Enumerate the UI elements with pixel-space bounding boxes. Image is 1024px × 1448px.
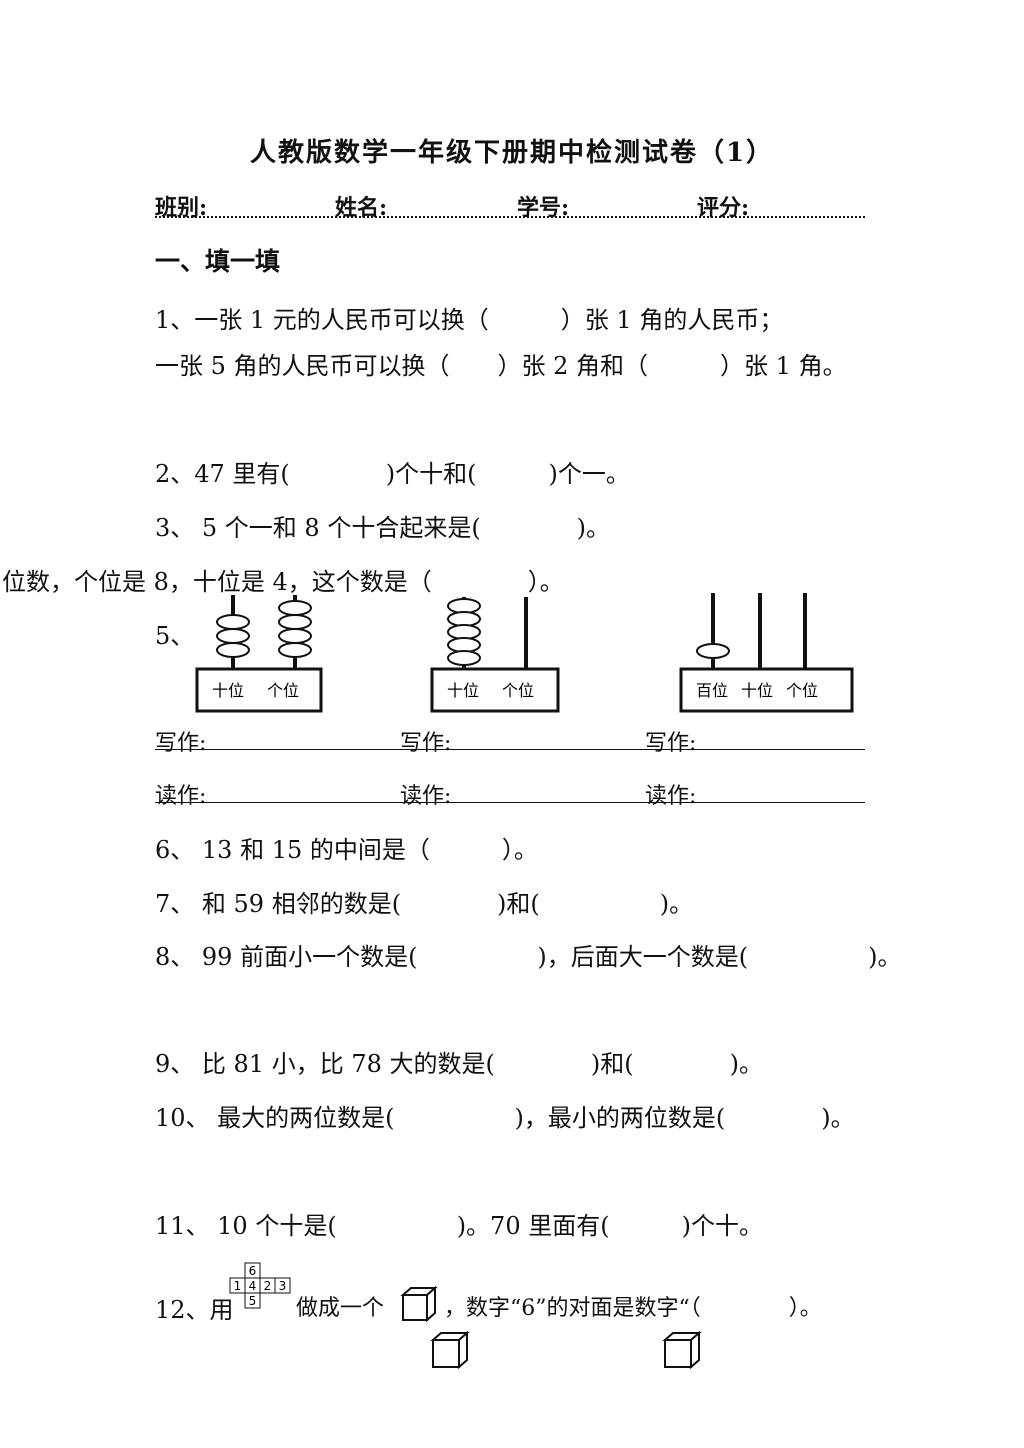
write-answer-line[interactable] [155,749,865,750]
read-label-2: 读作: [400,784,452,809]
question-6: 6、 13 和 15 的中间是（ ）。 [155,836,538,864]
net-face-5: 5 [249,1294,257,1308]
read-label-1: 读作: [155,784,207,809]
cube-icon [662,1330,702,1370]
question-9: 9、 比 81 小，比 78 大的数是( )和( )。 [155,1050,763,1078]
write-label-2: 写作: [400,731,452,756]
abacus-3-tens-label: 十位 [741,681,773,700]
section-heading: 一、填一填 [155,247,281,276]
page-title: 人教版数学一年级下册期中检测试卷（1） [249,138,775,168]
question-3: 3、 5 个一和 8 个十合起来是( )。 [155,514,611,542]
abacus-3: 百位 十位 个位 [679,593,854,713]
header-dotted-line [155,216,865,218]
question-7: 7、 和 59 相邻的数是( )和( )。 [155,890,694,918]
abacus-1: 十位 个位 [195,595,323,713]
abacus-1-ones-label: 个位 [267,681,299,700]
question-11: 11、 10 个十是( )。70 里面有( )个十。 [155,1212,763,1240]
read-answer-line[interactable] [155,802,865,803]
abacus-figures: 十位 个位 十位 个位 百位 十位 个位 [195,593,854,713]
question-12-suffix: ，数字“6”的对面是数字“（ ）。 [444,1296,822,1321]
read-label-3: 读作: [645,784,697,809]
abacus-1-tens-label: 十位 [212,681,244,700]
net-face-1: 1 [234,1279,242,1293]
write-label-1: 写作: [155,731,207,756]
question-2: 2、47 里有( )个十和( )个一。 [155,460,630,488]
abacus-3-ones-label: 个位 [786,681,818,700]
abacus-3-hundreds-label: 百位 [696,681,728,700]
abacus-2-tens-label: 十位 [447,681,479,700]
net-face-3: 3 [279,1279,287,1293]
abacus-2: 十位 个位 [430,597,560,713]
cube-icon [400,1286,438,1323]
question-1-line-1: 1、一张 1 元的人民币可以换（ ）张 1 角的人民币； [155,306,784,334]
question-12-middle: 做成一个 [296,1296,385,1321]
net-face-4: 4 [249,1279,257,1293]
cube-net-figure: 6 1 4 2 3 5 [229,1262,291,1309]
net-face-6: 6 [249,1264,257,1278]
question-4: 位数，个位是 8，十位是 4，这个数是（ ）。 [2,568,564,596]
abacus-2-ones-label: 个位 [502,681,534,700]
write-label-3: 写作: [645,731,697,756]
question-5: 5、 [155,622,195,650]
question-8: 8、 99 前面小一个数是( )，后面大一个数是( )。 [155,943,902,971]
cube-icon [430,1330,470,1370]
question-1-line-2: 一张 5 角的人民币可以换（ ）张 2 角和（ ）张 1 角。 [155,352,847,380]
question-10: 10、 最大的两位数是( )，最小的两位数是( )。 [155,1104,855,1132]
question-12-prefix: 12、用 [155,1296,234,1324]
net-face-2: 2 [264,1279,272,1293]
